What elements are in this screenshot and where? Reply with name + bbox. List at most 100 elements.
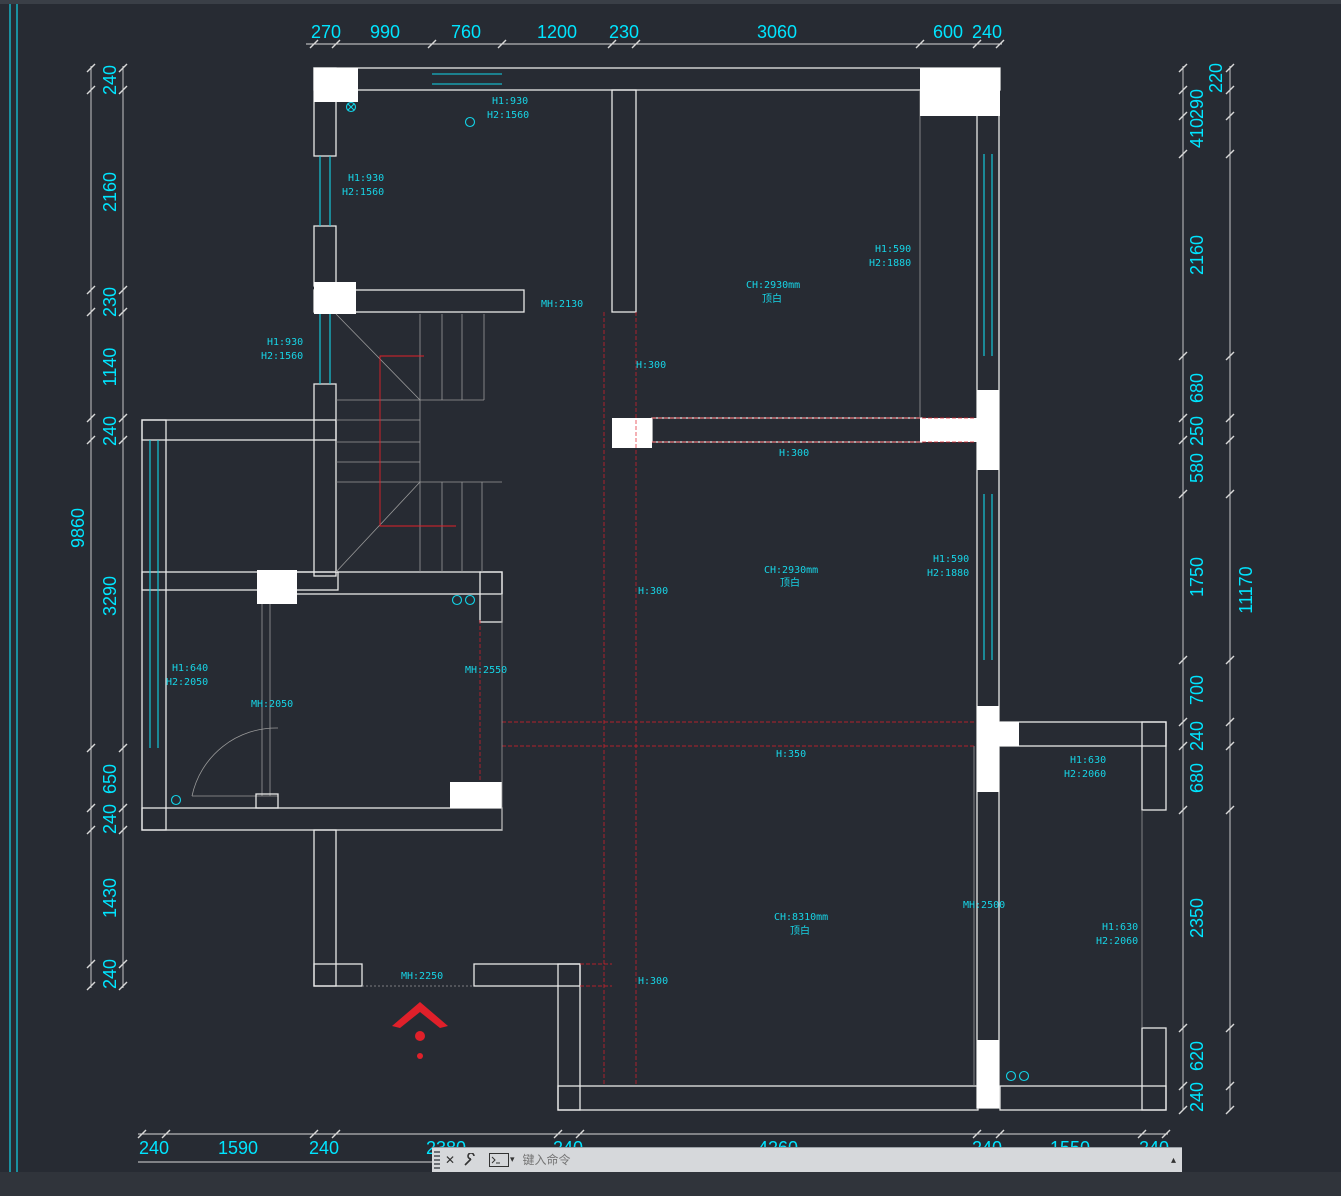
dimension-tick xyxy=(137,1129,147,1139)
dimension-tick xyxy=(86,85,96,95)
dimension-tick xyxy=(1225,1105,1235,1115)
door-height-label: MH:2550 xyxy=(465,665,507,676)
right-dim: 240 xyxy=(1187,721,1207,751)
left-dim: 230 xyxy=(100,287,120,317)
window-h2-label: H2:2060 xyxy=(1064,769,1106,780)
top-dim: 760 xyxy=(451,22,481,42)
window-h2-label: H2:1880 xyxy=(927,568,969,579)
dimension-tick xyxy=(86,285,96,295)
dimension-tick xyxy=(1178,63,1188,73)
bottom-dim: 240 xyxy=(309,1138,339,1158)
command-input[interactable] xyxy=(520,1150,1171,1170)
dimension-tick xyxy=(1225,111,1235,121)
dimension-tick xyxy=(1178,149,1188,159)
window-h2-label: H2:1560 xyxy=(487,110,529,121)
close-icon[interactable]: ✕ xyxy=(444,1153,456,1167)
chevron-up-icon[interactable]: ▴ xyxy=(1170,1154,1176,1166)
dimension-tick xyxy=(86,435,96,445)
fixture-symbols xyxy=(170,101,1030,1082)
outlet-icon xyxy=(345,101,357,113)
top-dim: 230 xyxy=(609,22,639,42)
window-h1-label: H1:930 xyxy=(492,96,528,107)
dimension-tick xyxy=(118,63,128,73)
left-total-dim: 9860 xyxy=(68,508,88,548)
top-dim: 990 xyxy=(370,22,400,42)
window-h1-label: H1:930 xyxy=(267,337,303,348)
dimension-tick xyxy=(86,743,96,753)
top-dim: 270 xyxy=(311,22,341,42)
dimension-tick xyxy=(1137,1129,1147,1139)
dimension-tick xyxy=(1178,111,1188,121)
ceiling-finish-label: 顶白 xyxy=(790,924,810,937)
dimension-tick xyxy=(86,825,96,835)
meter-icon xyxy=(464,116,476,128)
left-dimension-chain: 240 2160 230 1140 240 3290 650 240 1430 … xyxy=(68,63,128,991)
dimension-tick xyxy=(118,85,128,95)
window-h2-label: H2:1560 xyxy=(261,351,303,362)
dimension-tick xyxy=(995,39,1005,49)
structural-columns xyxy=(257,68,1019,1108)
dimension-tick xyxy=(1178,1105,1188,1115)
window-h1-label: H1:630 xyxy=(1102,922,1138,933)
dimension-tick xyxy=(1225,63,1235,73)
dimension-tick xyxy=(1225,741,1235,751)
dimension-tick xyxy=(1225,717,1235,727)
left-dim: 240 xyxy=(100,804,120,834)
window-h1-label: H1:590 xyxy=(875,244,911,255)
door-height-label: MH:2250 xyxy=(401,971,443,982)
dimension-tick xyxy=(1178,717,1188,727)
dimension-tick xyxy=(86,63,96,73)
right-dim: 1750 xyxy=(1187,557,1207,597)
dimension-tick xyxy=(118,803,128,813)
dimension-tick xyxy=(1225,805,1235,815)
dimension-tick xyxy=(118,743,128,753)
right-dim: 2350 xyxy=(1187,898,1207,938)
dimension-tick xyxy=(118,825,128,835)
dimension-tick xyxy=(331,39,341,49)
window-h2-label: H2:2060 xyxy=(1096,936,1138,947)
chevron-down-icon[interactable]: ▾ xyxy=(510,1155,515,1165)
dimension-tick xyxy=(309,39,319,49)
command-line-bar: ✕ ▾ ▴ xyxy=(432,1147,1182,1172)
annotations: H1:930 H2:1560 H1:930 H2:1560 H1:930 H2:… xyxy=(166,96,1138,987)
dimension-tick xyxy=(86,413,96,423)
left-dim: 1140 xyxy=(100,348,120,387)
ceiling-height-label: CH:2930mm xyxy=(746,280,800,291)
dimension-tick xyxy=(1178,85,1188,95)
dimension-tick xyxy=(331,1129,341,1139)
outlet-icon xyxy=(1005,1070,1030,1082)
door-swing xyxy=(191,604,279,809)
dimension-tick xyxy=(1225,655,1235,665)
beam-height-label: H:350 xyxy=(776,749,806,760)
door-height-label: MH:2130 xyxy=(541,299,583,310)
top-dim: 1200 xyxy=(537,22,577,42)
window-h1-label: H1:640 xyxy=(172,663,208,674)
beam-height-label: H:300 xyxy=(638,586,668,597)
dimension-tick xyxy=(118,959,128,969)
wrench-icon[interactable] xyxy=(460,1150,480,1170)
dimension-tick xyxy=(553,1129,563,1139)
dimension-tick xyxy=(497,39,507,49)
dimension-tick xyxy=(118,307,128,317)
dimension-tick xyxy=(1178,413,1188,423)
left-dim: 240 xyxy=(100,416,120,446)
window-h1-label: H1:590 xyxy=(933,554,969,565)
dimension-tick xyxy=(309,1129,319,1139)
window-h2-label: H2:2050 xyxy=(166,677,208,688)
dimension-tick xyxy=(1178,351,1188,361)
dimension-tick xyxy=(972,39,982,49)
right-dim: 290 xyxy=(1187,89,1207,119)
beam-height-label: H:300 xyxy=(638,976,668,987)
dimension-tick xyxy=(118,435,128,445)
dimension-tick xyxy=(575,1129,585,1139)
ceiling-height-label: CH:8310mm xyxy=(774,912,828,923)
dimension-tick xyxy=(995,1129,1005,1139)
drag-handle[interactable] xyxy=(434,1151,440,1169)
command-prompt-icon[interactable] xyxy=(488,1152,510,1168)
dimension-tick xyxy=(1178,489,1188,499)
entrance-marker-icon xyxy=(362,985,474,1059)
dimension-tick xyxy=(1161,1129,1171,1139)
dimension-tick xyxy=(1178,741,1188,751)
